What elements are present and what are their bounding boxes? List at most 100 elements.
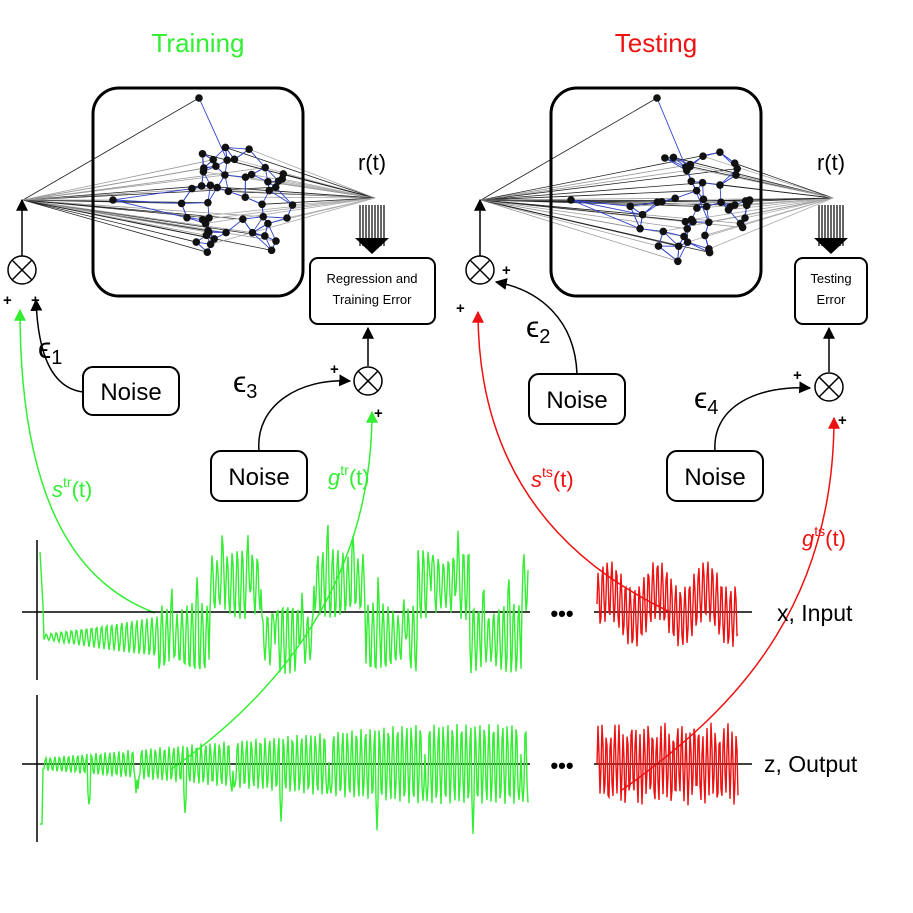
- network-node: [692, 186, 701, 195]
- output-training-trace: [40, 723, 529, 835]
- network-node: [267, 246, 276, 255]
- network-node: [687, 177, 696, 186]
- network-node: [698, 178, 707, 187]
- network-edge: [225, 146, 250, 150]
- network-node: [264, 177, 272, 186]
- network-edge: [112, 199, 182, 204]
- input-weight-line: [22, 199, 272, 251]
- testing-error-box: [794, 257, 868, 325]
- training-reservoir-network: [109, 94, 297, 257]
- network-node: [730, 159, 739, 168]
- input-weight-line: [22, 186, 276, 201]
- readout-weight-line: [251, 174, 376, 199]
- network-node: [265, 186, 274, 195]
- input-weight-line: [480, 97, 658, 201]
- testing-error-label-1: Testing: [810, 271, 851, 286]
- output-axis-label: z, Output: [764, 751, 858, 777]
- readout-weight-line: [734, 162, 834, 199]
- network-node: [674, 257, 682, 266]
- readout-weight-line: [702, 155, 834, 199]
- network-node: [213, 183, 221, 192]
- readout-arrow-head: [355, 238, 389, 254]
- input-weight-line: [480, 164, 691, 201]
- testing-target-signal-arrow: [621, 416, 840, 791]
- network-node: [223, 156, 231, 164]
- network-edge: [570, 199, 643, 216]
- network-node: [682, 163, 690, 171]
- network-node: [248, 228, 257, 237]
- network-node: [689, 217, 697, 226]
- network-node: [224, 187, 233, 196]
- network-node: [258, 200, 266, 209]
- network-node: [204, 198, 212, 207]
- network-edge: [275, 186, 293, 206]
- readout-arrow-head: [814, 238, 848, 254]
- training-readout-weights: [186, 147, 376, 245]
- input-axis-label: x, Input: [777, 600, 853, 626]
- network-edge: [248, 148, 266, 168]
- network-node: [261, 232, 269, 240]
- network-node: [279, 170, 288, 178]
- network-node: [283, 214, 291, 222]
- network-edge: [719, 168, 738, 186]
- testing-target-sum-junction: [814, 372, 844, 402]
- network-edge: [263, 216, 288, 219]
- network-node: [205, 214, 213, 222]
- network-edge: [112, 188, 193, 201]
- plus-sign: +: [330, 361, 339, 378]
- network-node: [716, 148, 724, 157]
- testing-input-signal-arrow: [472, 310, 671, 613]
- network-node: [699, 152, 707, 161]
- epsilon-3-label: ϵ3: [233, 366, 257, 403]
- network-node: [705, 245, 713, 253]
- network-node: [745, 197, 753, 206]
- testing-input-signal-label: sts(t): [531, 464, 574, 492]
- training-input-signal-label: str(t): [52, 474, 92, 502]
- input-weight-line: [480, 199, 688, 230]
- network-edge: [640, 228, 664, 232]
- input-weight-line: [480, 199, 678, 262]
- network-edge: [269, 190, 293, 206]
- training-readout-label: r(t): [358, 150, 386, 175]
- plus-sign: +: [502, 262, 511, 279]
- testing-input-weights: [480, 97, 747, 262]
- input-weight-line: [480, 168, 738, 201]
- input-weight-line: [22, 159, 214, 201]
- readout-weight-line: [286, 197, 376, 219]
- readout-weight-line: [719, 184, 834, 199]
- network-node: [741, 214, 749, 222]
- input-weight-line: [480, 199, 679, 247]
- network-node: [274, 177, 283, 185]
- testing-title: Testing: [615, 28, 697, 58]
- network-node: [209, 155, 218, 164]
- network-node: [705, 218, 713, 227]
- network-edge: [112, 199, 188, 219]
- network-node: [264, 219, 272, 228]
- input-weight-line: [22, 199, 208, 253]
- network-node: [261, 163, 270, 172]
- input-weight-line: [22, 199, 277, 242]
- network-node: [247, 170, 256, 179]
- input-weight-line: [22, 97, 200, 201]
- readout-weight-line: [663, 197, 834, 232]
- network-node: [188, 184, 196, 193]
- plus-sign: +: [3, 292, 12, 309]
- network-node: [669, 153, 678, 162]
- network-node: [638, 210, 647, 219]
- network-node: [653, 198, 662, 206]
- output-testing-trace: [596, 722, 739, 806]
- training-error-label-2: Training Error: [333, 292, 413, 307]
- testing-reservoir-box: [549, 86, 763, 298]
- input-weight-line: [480, 199, 641, 230]
- network-edge: [252, 232, 272, 251]
- readout-weight-line: [245, 196, 376, 199]
- readout-weight-line: [673, 157, 834, 199]
- network-node: [198, 150, 207, 158]
- readout-weight-line: [202, 197, 376, 221]
- input-weight-line: [22, 199, 182, 204]
- testing-error-label-2: Error: [817, 292, 847, 307]
- training-target-signal-label: gtr(t): [328, 462, 370, 490]
- network-node: [271, 183, 280, 192]
- testing-input-sum-junction: [465, 255, 495, 285]
- input-weight-line: [22, 167, 204, 201]
